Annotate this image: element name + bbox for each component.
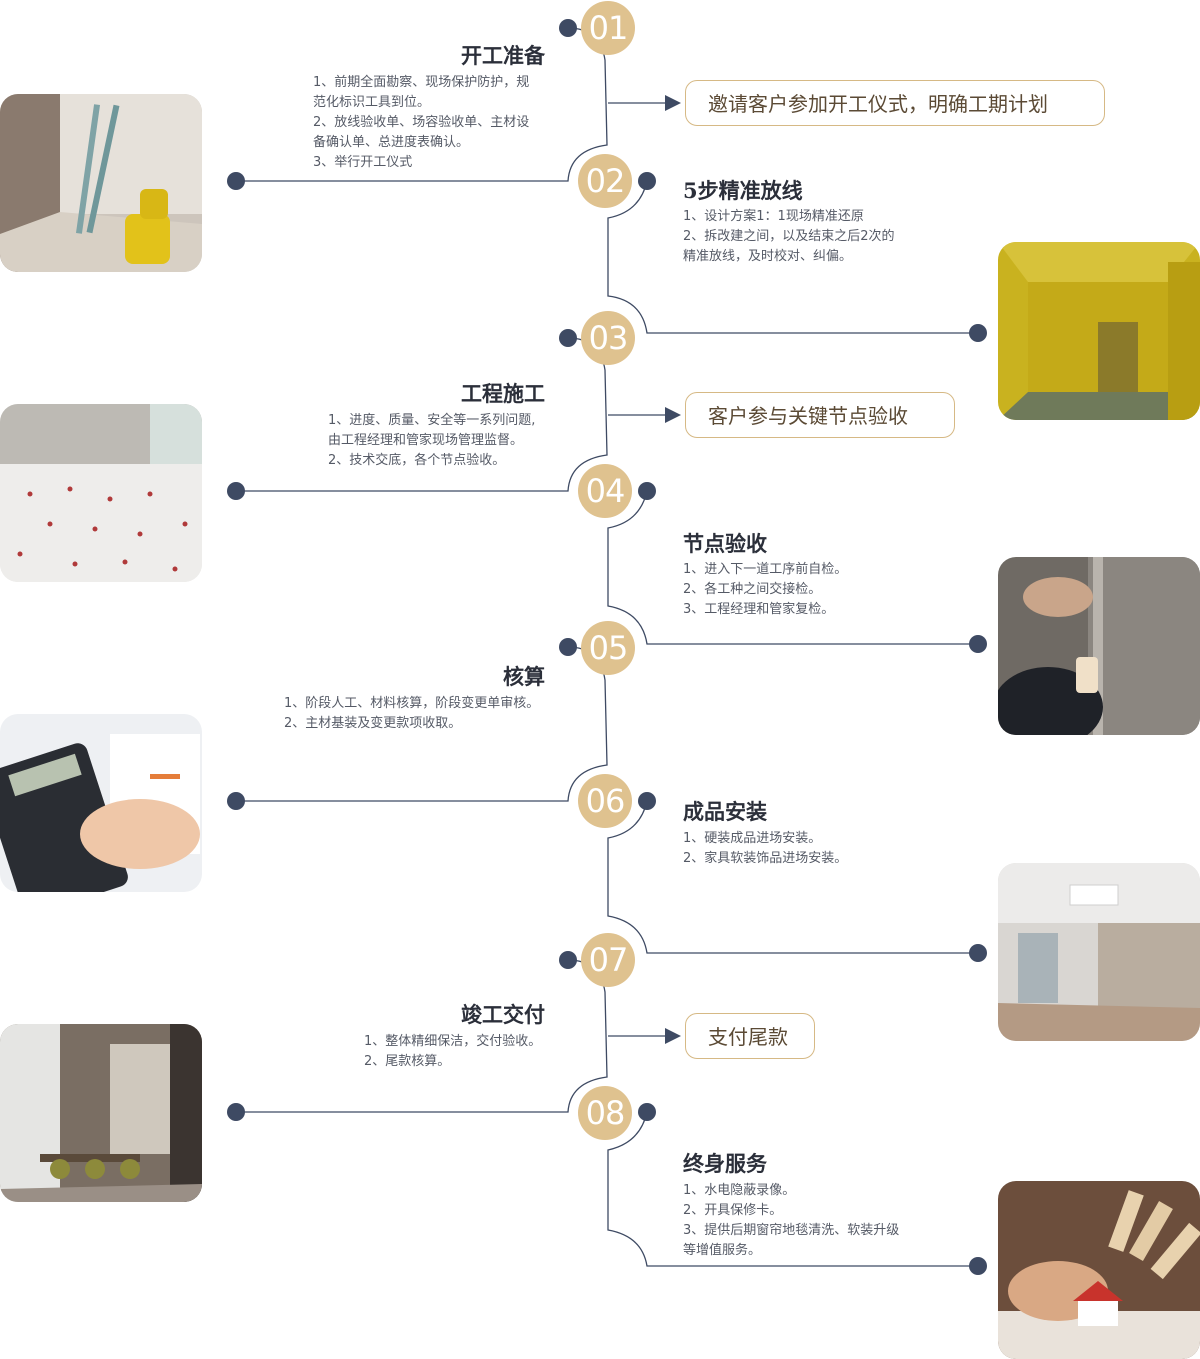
timeline-dot: [638, 482, 656, 500]
desc-line: 精准放线，及时校对、纠偏。: [683, 249, 853, 264]
step-number-04: 04: [578, 464, 632, 518]
step-title-02: 5步精准放线: [683, 178, 803, 203]
step-number-02: 02: [578, 154, 632, 208]
step-desc-05: 1、阶段人工、材料核算，阶段变更单审核。 2、主材基装及变更款项收取。: [284, 694, 539, 734]
desc-line: 1、水电隐蔽录像。: [683, 1183, 796, 1198]
desc-line: 等增值服务。: [683, 1243, 762, 1258]
tag-final-payment: 支付尾款: [685, 1013, 815, 1059]
photo-cost-calculation: [0, 714, 202, 892]
desc-line: 1、阶段人工、材料核算，阶段变更单审核。: [284, 696, 540, 711]
desc-line: 2、拆改建之间，以及结束之后2次的: [683, 229, 895, 244]
desc-line: 由工程经理和管家现场管理监督。: [328, 433, 524, 448]
desc-line: 1、前期全面勘察、现场保护防护，规: [313, 75, 530, 90]
desc-line: 2、主材基装及变更款项收取。: [284, 716, 462, 731]
desc-line: 范化标识工具到位。: [313, 95, 431, 110]
photo-site-preparation: [0, 94, 202, 272]
step-title-03: 工程施工: [461, 381, 545, 406]
step-title-04: 节点验收: [683, 531, 767, 556]
arrow-right-icon: [665, 407, 681, 423]
desc-line: 2、开具保修卡。: [683, 1203, 783, 1218]
desc-line: 2、家具软装饰品进场安装。: [683, 851, 848, 866]
desc-line: 3、提供后期窗帘地毯清洗、软装升级: [683, 1223, 900, 1238]
arrow-right-icon: [665, 95, 681, 111]
desc-line: 2、尾款核算。: [364, 1054, 451, 1069]
desc-line: 1、进度、质量、安全等一系列问题,: [328, 413, 536, 428]
timeline-dot: [969, 944, 987, 962]
arrow-right-icon: [665, 1028, 681, 1044]
step-desc-03: 1、进度、质量、安全等一系列问题, 由工程经理和管家现场管理监督。 2、技术交底…: [328, 411, 535, 471]
step-desc-04: 1、进入下一道工序前自检。 2、各工种之间交接检。 3、工程经理和管家复检。: [683, 560, 847, 620]
step-number-07: 07: [581, 933, 635, 987]
timeline-dot: [638, 792, 656, 810]
step-title-07: 竣工交付: [461, 1002, 545, 1027]
timeline-dot: [969, 1257, 987, 1275]
desc-line: 2、各工种之间交接检。: [683, 582, 822, 597]
desc-line: 1、进入下一道工序前自检。: [683, 562, 848, 577]
step-desc-07: 1、整体精细保洁，交付验收。 2、尾款核算。: [364, 1032, 541, 1072]
step-number-03: 03: [581, 311, 635, 365]
desc-line: 2、放线验收单、场容验收单、主材设: [313, 115, 530, 130]
desc-line: 3、举行开工仪式: [313, 155, 413, 170]
timeline-dot: [969, 324, 987, 342]
photo-lifetime-service: [998, 1181, 1200, 1359]
timeline-dot: [638, 172, 656, 190]
photo-completion-delivery: [0, 1024, 202, 1202]
timeline-dot: [559, 638, 577, 656]
step-title-06: 成品安装: [683, 799, 767, 824]
step-desc-02: 1、设计方案1：1现场精准还原 2、拆改建之间，以及结束之后2次的 精准放线，及…: [683, 207, 895, 267]
desc-line: 1、设计方案1：1现场精准还原: [683, 209, 864, 224]
timeline-dot: [227, 172, 245, 190]
photo-tiling-work: [0, 404, 202, 582]
photo-node-inspection: [998, 557, 1200, 735]
timeline-dot: [227, 792, 245, 810]
timeline-dot: [969, 635, 987, 653]
step-desc-01: 1、前期全面勘察、现场保护防护，规 范化标识工具到位。 2、放线验收单、场容验收…: [313, 73, 529, 173]
desc-line: 备确认单、总进度表确认。: [313, 135, 470, 150]
desc-line: 3、工程经理和管家复检。: [683, 602, 835, 617]
step-title-05: 核算: [503, 664, 545, 689]
timeline-dot: [227, 482, 245, 500]
desc-line: 1、整体精细保洁，交付验收。: [364, 1034, 542, 1049]
step-number-01: 01: [581, 1, 635, 55]
photo-layout-lines: [998, 242, 1200, 420]
step-desc-06: 1、硬装成品进场安装。 2、家具软装饰品进场安装。: [683, 829, 847, 869]
desc-line: 2、技术交底，各个节点验收。: [328, 453, 506, 468]
step-title-08: 终身服务: [683, 1151, 767, 1176]
step-number-05: 05: [581, 621, 635, 675]
step-title-01: 开工准备: [461, 43, 545, 68]
step-number-06: 06: [578, 774, 632, 828]
step-desc-08: 1、水电隐蔽录像。 2、开具保修卡。 3、提供后期窗帘地毯清洗、软装升级 等增值…: [683, 1181, 899, 1261]
desc-line: 1、硬装成品进场安装。: [683, 831, 822, 846]
timeline-dot: [559, 19, 577, 37]
tag-kickoff-ceremony: 邀请客户参加开工仪式，明确工期计划: [685, 80, 1105, 126]
timeline-dot: [227, 1103, 245, 1121]
timeline-dot: [559, 951, 577, 969]
timeline-dot: [559, 329, 577, 347]
timeline-dot: [638, 1103, 656, 1121]
step-number-08: 08: [578, 1086, 632, 1140]
photo-finished-installation: [998, 863, 1200, 1041]
tag-client-inspection: 客户参与关键节点验收: [685, 392, 955, 438]
